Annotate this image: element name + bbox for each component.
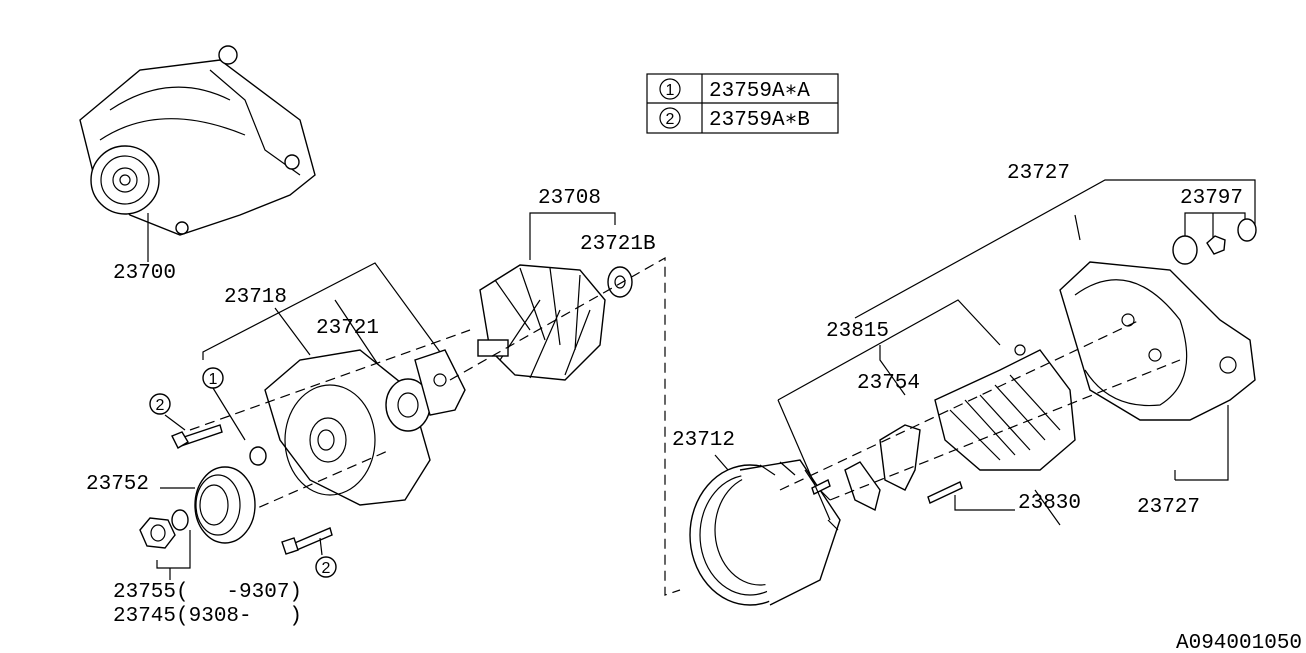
- alternator-assembly-drawing: [79, 45, 316, 262]
- stator-drawing: [689, 459, 841, 606]
- label-23718: 23718: [224, 286, 287, 309]
- rectifier-drawing: [934, 344, 1076, 471]
- rear-cover-drawing: [1059, 261, 1256, 421]
- rotor-drawing: [477, 264, 633, 381]
- label-23797: 23797: [1180, 187, 1243, 210]
- legend-marker-1: 1: [666, 82, 675, 99]
- label-23712: 23712: [672, 429, 735, 452]
- label-23752: 23752: [86, 473, 149, 496]
- label-23745: 23745(9308- ): [113, 605, 302, 628]
- label-23721b: 23721B: [580, 233, 656, 256]
- label-23721: 23721: [316, 317, 379, 340]
- label-23700: 23700: [113, 262, 176, 285]
- callout-1: 1: [202, 367, 224, 389]
- legend-table: 1 2 23759A∗A 23759A∗B: [646, 73, 839, 134]
- label-23815: 23815: [826, 320, 889, 343]
- legend-marker-2: 2: [666, 111, 675, 128]
- regulator-drawing: [811, 424, 963, 512]
- callout-2-upper: 2: [149, 393, 171, 415]
- legend-part-2: 23759A∗B: [709, 109, 810, 132]
- bolts-and-pulley-drawing: [139, 424, 333, 555]
- callout-2-lower: 2: [315, 556, 337, 578]
- label-23755: 23755( -9307): [113, 581, 302, 604]
- diagram-code: A094001050: [1176, 632, 1302, 653]
- label-23708: 23708: [538, 187, 601, 210]
- svg-text:2: 2: [322, 560, 331, 577]
- svg-text:2: 2: [156, 397, 165, 414]
- label-23830: 23830: [1018, 492, 1081, 515]
- label-23727-top: 23727: [1007, 162, 1070, 185]
- label-23727-bottom: 23727: [1137, 496, 1200, 519]
- terminal-kit-drawing: [1172, 218, 1257, 265]
- label-23754: 23754: [857, 372, 920, 395]
- svg-text:1: 1: [209, 371, 218, 388]
- front-cover-drawing: [264, 349, 466, 506]
- legend-part-1: 23759A∗A: [709, 80, 810, 103]
